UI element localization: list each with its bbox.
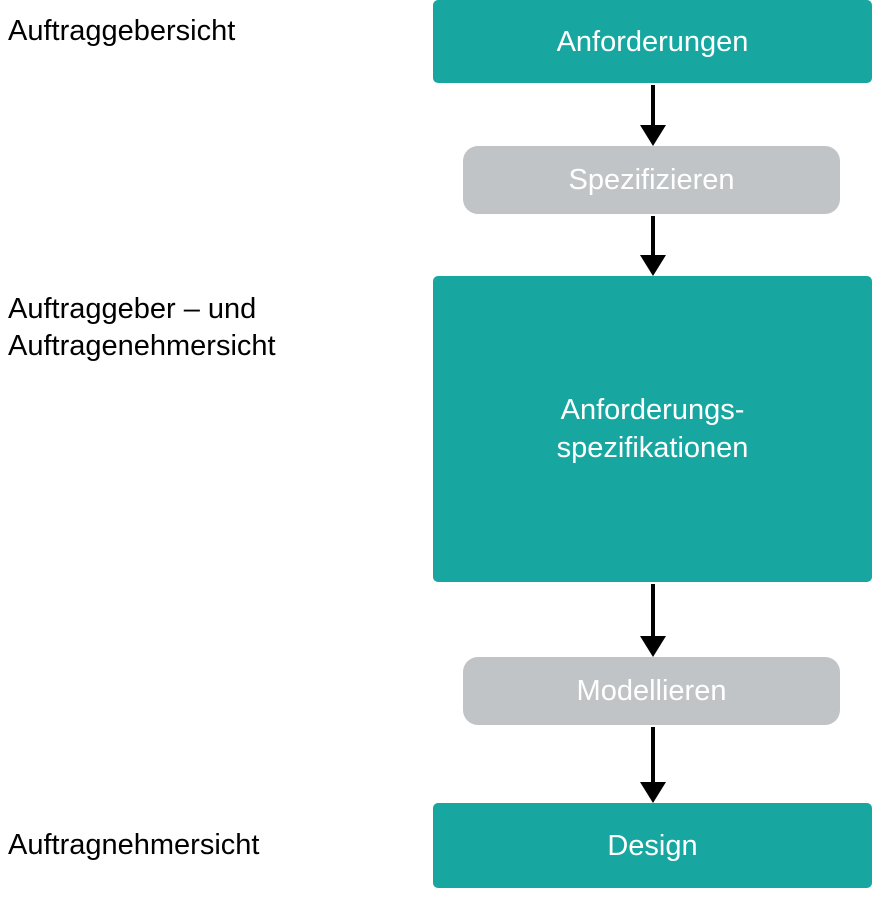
down-arrow-2-stem xyxy=(651,216,655,256)
specify-step-label: Spezifizieren xyxy=(568,164,735,196)
requirements-specification-node: Anforderungs- spezifikationen xyxy=(433,276,872,582)
label-client-and-contractor-view: Auftraggeber – und Auftragenehmersicht xyxy=(8,291,276,365)
design-node: Design xyxy=(433,803,872,888)
down-arrow-2 xyxy=(640,216,666,276)
requirements-node: Anforderungen xyxy=(433,0,872,83)
down-arrow-3-stem xyxy=(651,584,655,637)
model-step-label: Modellieren xyxy=(576,675,727,707)
requirements-specification-node-label-line2: spezifikationen xyxy=(556,432,749,464)
down-arrow-1 xyxy=(640,85,666,146)
specify-step: Spezifizieren xyxy=(463,146,840,214)
requirements-specification-node-label-line1: Anforderungs- xyxy=(560,394,745,426)
down-arrow-4-head xyxy=(640,782,666,803)
requirements-node-label: Anforderungen xyxy=(556,25,749,58)
down-arrow-1-head xyxy=(640,125,666,146)
down-arrow-4-stem xyxy=(651,727,655,783)
down-arrow-3 xyxy=(640,584,666,657)
design-node-label: Design xyxy=(607,829,698,862)
down-arrow-1-stem xyxy=(651,85,655,126)
down-arrow-2-head xyxy=(640,255,666,276)
down-arrow-3-head xyxy=(640,636,666,657)
down-arrow-4 xyxy=(640,727,666,803)
label-client-and-contractor-view-line2: Auftragenehmersicht xyxy=(8,330,276,362)
model-step: Modellieren xyxy=(463,657,840,725)
label-client-and-contractor-view-line1: Auftraggeber – und xyxy=(8,293,257,325)
label-client-view: Auftraggebersicht xyxy=(8,15,236,47)
label-contractor-view: Auftragnehmersicht xyxy=(8,829,260,861)
